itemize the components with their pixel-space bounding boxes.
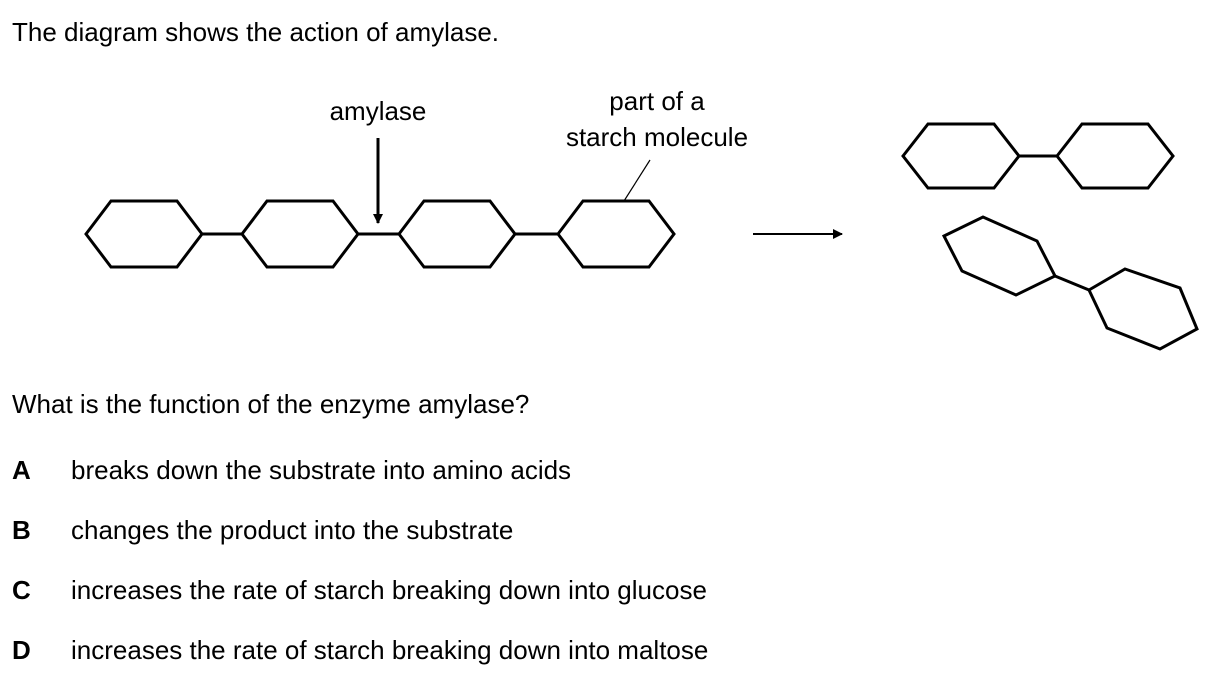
amylase-diagram: amylase part of a starch molecule <box>84 86 1199 351</box>
option-letter: B <box>12 515 31 545</box>
option-text: increases the rate of starch breaking do… <box>71 575 707 605</box>
option-text: breaks down the substrate into amino aci… <box>71 455 572 485</box>
starch-chain <box>84 199 676 269</box>
glucose-ring <box>84 199 204 269</box>
option-text: changes the product into the substrate <box>71 515 514 545</box>
maltose-product-2 <box>941 215 1199 351</box>
glucose-ring <box>901 122 1021 190</box>
glucose-ring <box>240 199 360 269</box>
glycosidic-bond <box>1054 274 1090 292</box>
glucose-ring <box>1055 122 1175 190</box>
option-letter: D <box>12 635 31 665</box>
intro-text: The diagram shows the action of amylase. <box>12 17 500 47</box>
option-letter: A <box>12 455 31 485</box>
glucose-ring <box>556 199 676 269</box>
option-letter: C <box>12 575 31 605</box>
starch-label-line2: starch molecule <box>566 122 748 152</box>
glucose-ring <box>1087 267 1199 351</box>
glucose-ring <box>397 199 517 269</box>
starch-leader-line <box>623 159 651 202</box>
maltose-product-1 <box>901 122 1175 190</box>
glucose-ring <box>941 215 1058 297</box>
enzyme-label: amylase <box>330 96 427 126</box>
question-text: What is the function of the enzyme amyla… <box>12 389 530 419</box>
starch-label-line1: part of a <box>609 86 705 116</box>
option-text: increases the rate of starch breaking do… <box>71 635 709 665</box>
